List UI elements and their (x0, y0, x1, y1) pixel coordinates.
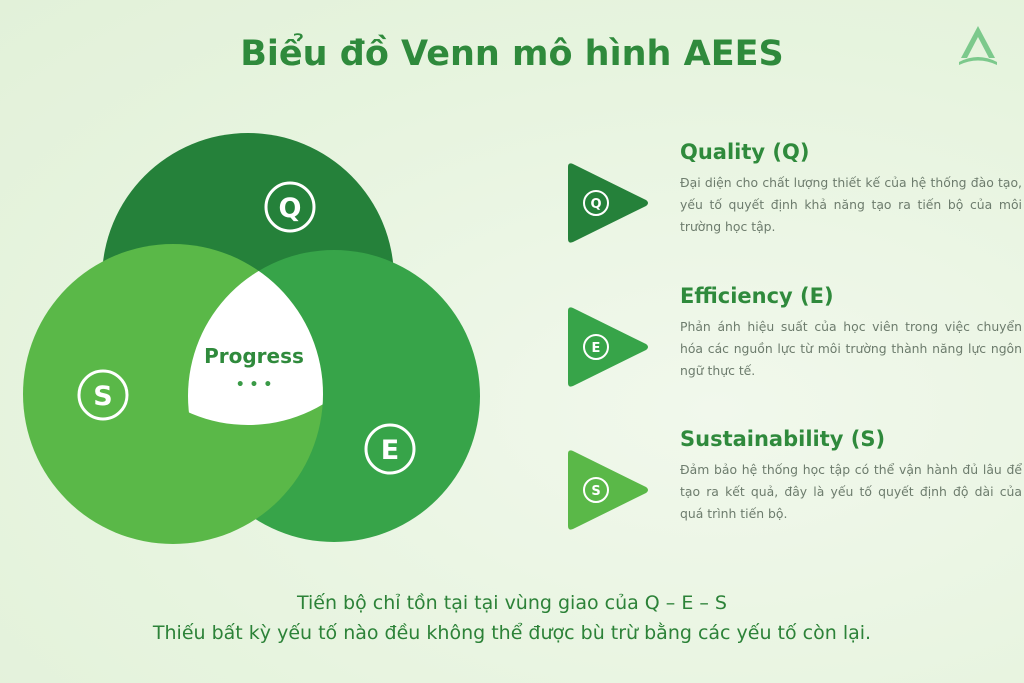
quality-arrow-icon: Q (568, 163, 648, 243)
venn-center-dots: • • • (236, 377, 273, 393)
sustainability-arrow-letter: S (591, 484, 600, 499)
efficiency-arrow-icon: E (568, 307, 648, 387)
venn-s-letter: S (93, 381, 112, 412)
sustainability-description: Đảm bảo hệ thống học tập có thể vận hành… (680, 462, 1022, 521)
sustainability-arrow-icon: S (568, 450, 648, 530)
venn-q-letter: Q (279, 193, 302, 224)
venn-center-label: Progress (204, 344, 304, 368)
footer-line-2: Thiếu bất kỳ yếu tố nào đều không thể đư… (152, 622, 872, 644)
aees-triangle-logo-icon (959, 26, 997, 65)
quality-heading: Quality (Q) (680, 140, 810, 164)
quality-arrow-letter: Q (590, 197, 601, 212)
venn-q-badge: Q (264, 181, 316, 233)
venn-center-region (188, 250, 323, 425)
efficiency-arrow-letter: E (592, 341, 601, 356)
page-title: Biểu đồ Venn mô hình AEES (240, 34, 784, 74)
venn-e-letter: E (381, 435, 399, 466)
quality-description: Đại diện cho chất lượng thiết kế của hệ … (680, 175, 1022, 234)
footer-line-1: Tiến bộ chỉ tồn tại tại vùng giao của Q … (296, 592, 727, 614)
efficiency-description: Phản ánh hiệu suất của học viên trong vi… (680, 319, 1022, 378)
footer-note: Tiến bộ chỉ tồn tại tại vùng giao của Q … (0, 588, 1024, 648)
venn-s-badge: S (77, 369, 129, 421)
venn-e-badge: E (364, 423, 416, 475)
efficiency-heading: Efficiency (E) (680, 284, 834, 308)
sustainability-heading: Sustainability (S) (680, 427, 886, 451)
